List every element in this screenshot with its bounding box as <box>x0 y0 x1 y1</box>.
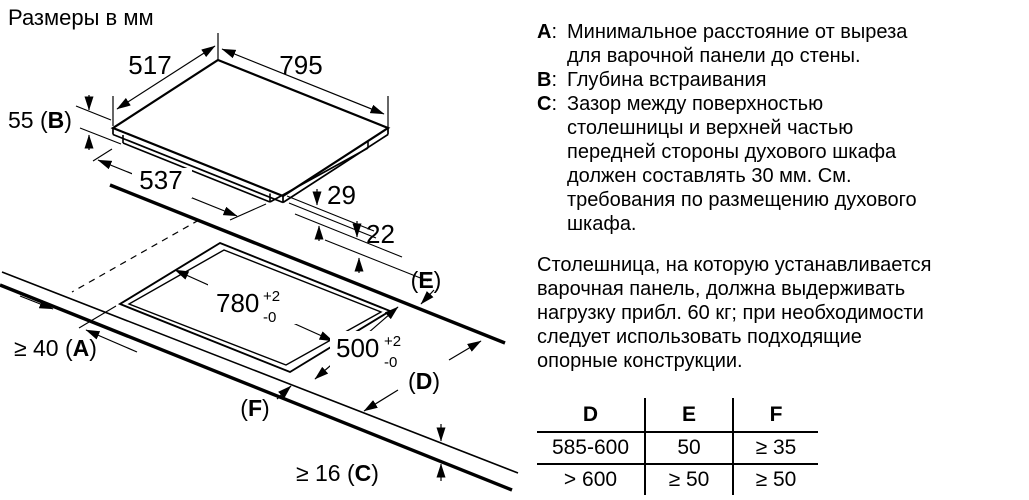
dim-795-value: 795 <box>279 50 322 80</box>
table-cell: > 600 <box>563 468 618 491</box>
table-header-D: D <box>537 398 645 433</box>
svg-text:(D): (D) <box>408 368 440 394</box>
dim-500: 500 +2 -0 <box>314 306 412 380</box>
table-cell: ≥ 35 <box>732 432 818 465</box>
legend-key: C: <box>537 93 558 115</box>
table-cell: ≥ 50 <box>732 464 818 495</box>
dim-22: 22 <box>352 219 395 273</box>
dim-780-tol-plus: +2 <box>263 288 280 305</box>
dim-780-value: 780 <box>216 288 259 318</box>
panel-extension-lines <box>286 195 429 282</box>
label-f: (F) <box>240 385 292 421</box>
worktop-back-edge <box>109 183 506 345</box>
label-e: (E) <box>411 267 442 305</box>
dim-500-tol-minus: -0 <box>384 354 397 371</box>
table-cell: 50 <box>644 432 733 465</box>
svg-text:≥ 40 (A): ≥ 40 (A) <box>14 335 97 361</box>
paragraph-line: следует использовать подходящие <box>537 326 862 348</box>
dim-500-value: 500 <box>336 333 379 363</box>
dim-22-value: 22 <box>366 219 395 249</box>
dim-29: 29 <box>312 180 356 241</box>
dim-55-b-label: 55 (B) <box>8 107 72 133</box>
svg-text:(E): (E) <box>411 267 442 293</box>
dim-517-value: 517 <box>128 50 171 80</box>
worktop-front-bottom-edge <box>0 283 513 492</box>
dim-537-value: 537 <box>139 165 182 195</box>
svg-text:(F): (F) <box>240 395 269 421</box>
table-header-F: F <box>732 398 818 433</box>
wall-dashed-line <box>71 219 200 293</box>
dim-780: 780 +2 -0 <box>174 269 334 342</box>
label-d: (D) <box>363 340 482 412</box>
paragraph-line: опорные конструкции. <box>537 350 743 372</box>
legend-item-B: B: Глубина встраивания <box>537 68 917 92</box>
paragraph-line: Столешница, на которую устанавливается <box>537 254 932 276</box>
label-c: ≥ 16 (C) <box>296 424 446 486</box>
dim-55-b: 55 (B) <box>8 95 122 150</box>
dim-780-tol-minus: -0 <box>263 309 276 326</box>
dimension-drawing: 517 795 55 (B) 537 29 <box>0 33 519 492</box>
table-row: > 600 ≥ 50≥ 50 <box>537 464 818 495</box>
paragraph-line: варочная панель, должна выдерживать <box>537 278 906 300</box>
legend-key: B: <box>537 69 558 91</box>
dimension-ticks <box>112 33 389 132</box>
svg-text:≥ 16 (C): ≥ 16 (C) <box>296 460 379 486</box>
dim-537: 537 <box>92 148 267 221</box>
dim-795: 795 <box>221 48 385 115</box>
dim-500-tol-plus: +2 <box>384 333 401 350</box>
legend-text: Глубина встраивания <box>567 69 767 91</box>
paragraph-line: нагрузку прибл. 60 кг; при необходимости <box>537 302 924 324</box>
table-cell: ≥ 50 <box>644 464 733 495</box>
dim-29-value: 29 <box>327 180 356 210</box>
label-a: ≥ 40 (A) <box>14 295 138 361</box>
dim-517: 517 <box>116 45 216 110</box>
cutout-edge-extension <box>78 305 117 329</box>
table-cell: 585-600 <box>537 432 645 465</box>
legend-key: A: <box>537 21 558 43</box>
page-title: Размеры в мм <box>8 5 154 30</box>
table-header-E: E <box>644 398 733 433</box>
worktop-front-top-edge <box>1 271 519 474</box>
